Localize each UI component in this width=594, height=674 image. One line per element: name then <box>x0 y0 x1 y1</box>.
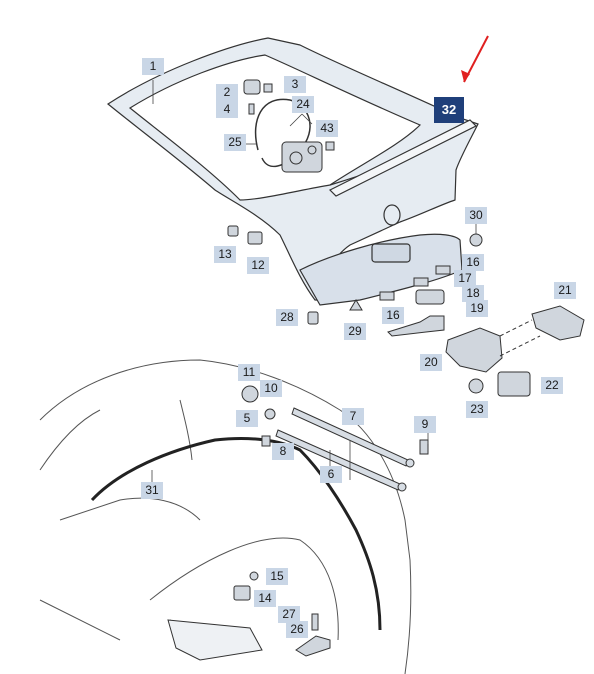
callout-5: 5 <box>236 410 258 427</box>
callout-7: 7 <box>342 408 364 425</box>
callout-19: 19 <box>466 300 488 317</box>
callout-43: 43 <box>316 120 338 137</box>
callout-2: 2 <box>216 84 238 101</box>
callout-15: 15 <box>266 568 288 585</box>
callout-30: 30 <box>465 207 487 224</box>
callout-13: 13 <box>214 246 236 263</box>
callout-25: 25 <box>224 134 246 151</box>
callout-12: 12 <box>247 257 269 274</box>
callout-22: 22 <box>541 377 563 394</box>
callout-16b: 16 <box>382 307 404 324</box>
release-cable <box>254 98 311 168</box>
callout-4: 4 <box>216 101 238 118</box>
callout-20: 20 <box>420 354 442 371</box>
lock-actuator <box>281 141 323 173</box>
callout-18: 18 <box>462 285 484 302</box>
callout-26: 26 <box>286 621 308 638</box>
callout-10: 10 <box>260 380 282 397</box>
callout-27: 27 <box>278 606 300 623</box>
callout-31: 31 <box>141 482 163 499</box>
lower-hardware <box>233 385 429 657</box>
tail-light <box>167 619 263 661</box>
callout-17: 17 <box>454 270 476 287</box>
callout-8: 8 <box>272 443 294 460</box>
callout-23: 23 <box>466 401 488 418</box>
callout-21: 21 <box>554 282 576 299</box>
weatherstrip-seal <box>90 437 382 631</box>
spoiler-strip <box>328 119 478 197</box>
callout-11: 11 <box>238 364 260 381</box>
callout-14: 14 <box>254 590 276 607</box>
leader-dashed <box>499 319 541 357</box>
callout-9: 9 <box>414 416 436 433</box>
callout-28: 28 <box>276 309 298 326</box>
callout-16a: 16 <box>462 254 484 271</box>
callout-1: 1 <box>142 58 164 75</box>
callout-24: 24 <box>292 96 314 113</box>
callout-32-highlighted: 32 <box>434 97 464 123</box>
gas-struts <box>275 407 415 492</box>
lock-assembly <box>445 305 585 397</box>
arrow-head-icon <box>461 70 470 82</box>
leader-lines <box>151 80 477 482</box>
upper-hardware <box>227 79 483 337</box>
callout-29: 29 <box>344 323 366 340</box>
callout-6: 6 <box>320 466 342 483</box>
car-body <box>39 359 412 674</box>
callout-3: 3 <box>284 76 306 93</box>
